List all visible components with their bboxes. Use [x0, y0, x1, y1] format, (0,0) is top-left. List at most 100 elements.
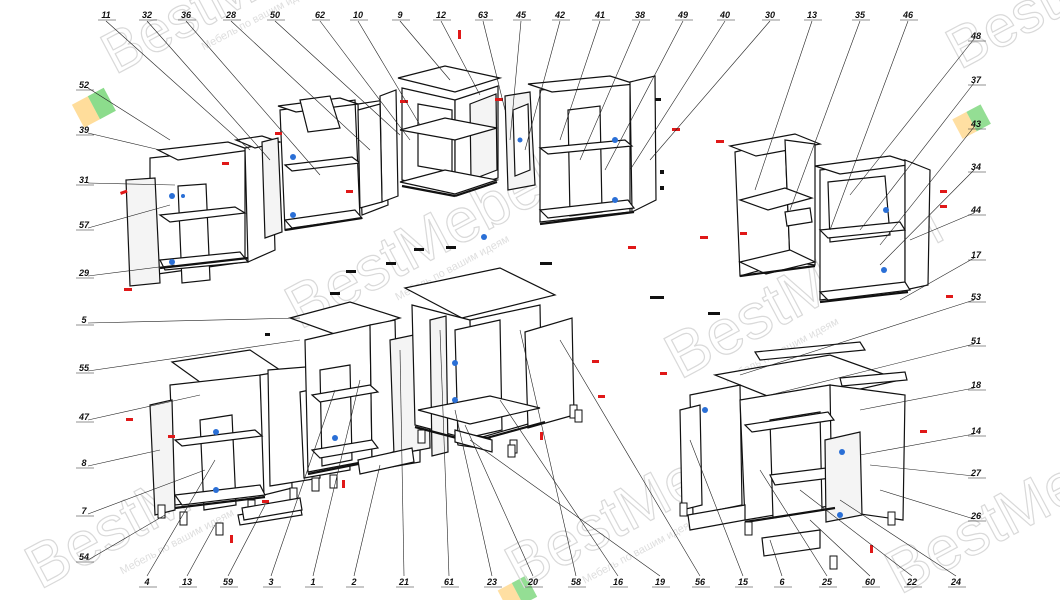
callout-label-9: 9 — [397, 10, 402, 20]
callout-label-1: 1 — [310, 577, 315, 587]
leader-line-46 — [829, 20, 909, 231]
leader-line-62 — [319, 20, 411, 141]
leader-line-27 — [869, 464, 975, 477]
leader-line-52 — [87, 87, 171, 141]
plinths — [241, 429, 493, 521]
leader-line-40 — [629, 20, 726, 171]
callout-label-36: 36 — [181, 10, 192, 20]
leader-line-11 — [105, 20, 251, 151]
leader-line-59 — [227, 504, 266, 577]
callout-label-39: 39 — [79, 125, 89, 135]
callout-label-2: 2 — [350, 577, 356, 587]
leader-line-54 — [87, 514, 166, 561]
callout-label-49: 49 — [677, 10, 688, 20]
callout-label-18: 18 — [971, 380, 981, 390]
leader-line-37 — [859, 82, 975, 231]
callout-label-24: 24 — [950, 577, 961, 587]
leader-line-14 — [859, 433, 975, 456]
callout-label-59: 59 — [223, 577, 233, 587]
callout-label-45: 45 — [515, 10, 527, 20]
callout-label-54: 54 — [79, 552, 89, 562]
callout-label-27: 27 — [970, 468, 982, 478]
callout-label-20: 20 — [527, 577, 538, 587]
cabinet-right-upper-2 — [814, 155, 931, 304]
leader-line-44 — [909, 212, 975, 241]
leader-line-63 — [482, 20, 506, 111]
callout-label-30: 30 — [765, 10, 775, 20]
leader-line-18 — [859, 387, 975, 411]
leader-line-4 — [146, 459, 216, 577]
callout-label-38: 38 — [635, 10, 645, 20]
callout-label-13: 13 — [807, 10, 817, 20]
leader-line-25 — [759, 469, 828, 577]
leader-line-26 — [879, 489, 975, 520]
callout-label-15: 15 — [738, 577, 749, 587]
leader-line-28 — [230, 20, 371, 151]
leader-line-23 — [454, 409, 493, 577]
leader-line-42 — [524, 20, 561, 151]
callout-label-34: 34 — [971, 162, 981, 172]
leader-line-7 — [87, 469, 206, 515]
callout-label-25: 25 — [821, 577, 833, 587]
callout-label-6: 6 — [779, 577, 785, 587]
leader-line-15 — [689, 439, 744, 577]
watermark-logo-green — [87, 87, 116, 120]
callout-label-41: 41 — [594, 10, 605, 20]
leader-line-10 — [357, 20, 421, 126]
leader-line-22 — [799, 489, 913, 577]
callout-label-52: 52 — [79, 80, 89, 90]
callout-label-57: 57 — [79, 220, 90, 230]
leader-line-34 — [879, 169, 975, 266]
leader-line-57 — [87, 204, 171, 229]
callout-label-60: 60 — [865, 577, 875, 587]
leader-line-32 — [146, 20, 271, 161]
callout-label-31: 31 — [79, 175, 89, 185]
leader-line-41 — [559, 20, 601, 141]
leader-line-31 — [87, 182, 176, 186]
callout-label-51: 51 — [971, 336, 981, 346]
callout-label-10: 10 — [353, 10, 363, 20]
leader-line-30 — [649, 20, 771, 161]
leader-line-53 — [739, 299, 975, 376]
callout-label-63: 63 — [478, 10, 488, 20]
callout-label-13: 13 — [182, 577, 192, 587]
leader-line-17 — [899, 257, 975, 301]
leader-line-50 — [274, 20, 401, 136]
callout-label-40: 40 — [719, 10, 730, 20]
callout-label-56: 56 — [695, 577, 706, 587]
leader-line-48 — [849, 38, 975, 196]
callout-label-4: 4 — [143, 577, 149, 587]
leader-line-56 — [559, 339, 701, 577]
leader-line-1 — [312, 379, 361, 577]
callout-label-8: 8 — [81, 458, 86, 468]
leader-lines — [76, 19, 986, 588]
callout-label-53: 53 — [971, 292, 981, 302]
leader-line-29 — [87, 264, 176, 277]
leader-line-13 — [186, 524, 216, 577]
callout-label-32: 32 — [142, 10, 152, 20]
watermark-logo-orange — [952, 111, 977, 139]
callout-label-21: 21 — [398, 577, 409, 587]
cabinet-upper-two-door — [504, 75, 657, 226]
leader-line-55 — [87, 339, 301, 372]
callout-label-43: 43 — [970, 119, 981, 129]
callout-label-50: 50 — [270, 10, 280, 20]
callout-label-23: 23 — [486, 577, 497, 587]
leader-line-19 — [469, 439, 661, 577]
callout-label-19: 19 — [655, 577, 665, 587]
callout-label-58: 58 — [571, 577, 581, 587]
callout-label-46: 46 — [902, 10, 914, 20]
leader-line-58 — [519, 329, 577, 577]
callout-label-11: 11 — [101, 10, 110, 20]
callout-label-26: 26 — [970, 511, 982, 521]
callout-label-14: 14 — [971, 426, 981, 436]
callout-label-29: 29 — [78, 268, 89, 278]
callout-label-42: 42 — [554, 10, 565, 20]
watermark-logo-orange — [71, 96, 101, 128]
cabinet-lower-left — [149, 349, 351, 536]
callout-label-61: 61 — [444, 577, 454, 587]
leader-line-6 — [769, 539, 783, 577]
callout-label-28: 28 — [225, 10, 236, 20]
